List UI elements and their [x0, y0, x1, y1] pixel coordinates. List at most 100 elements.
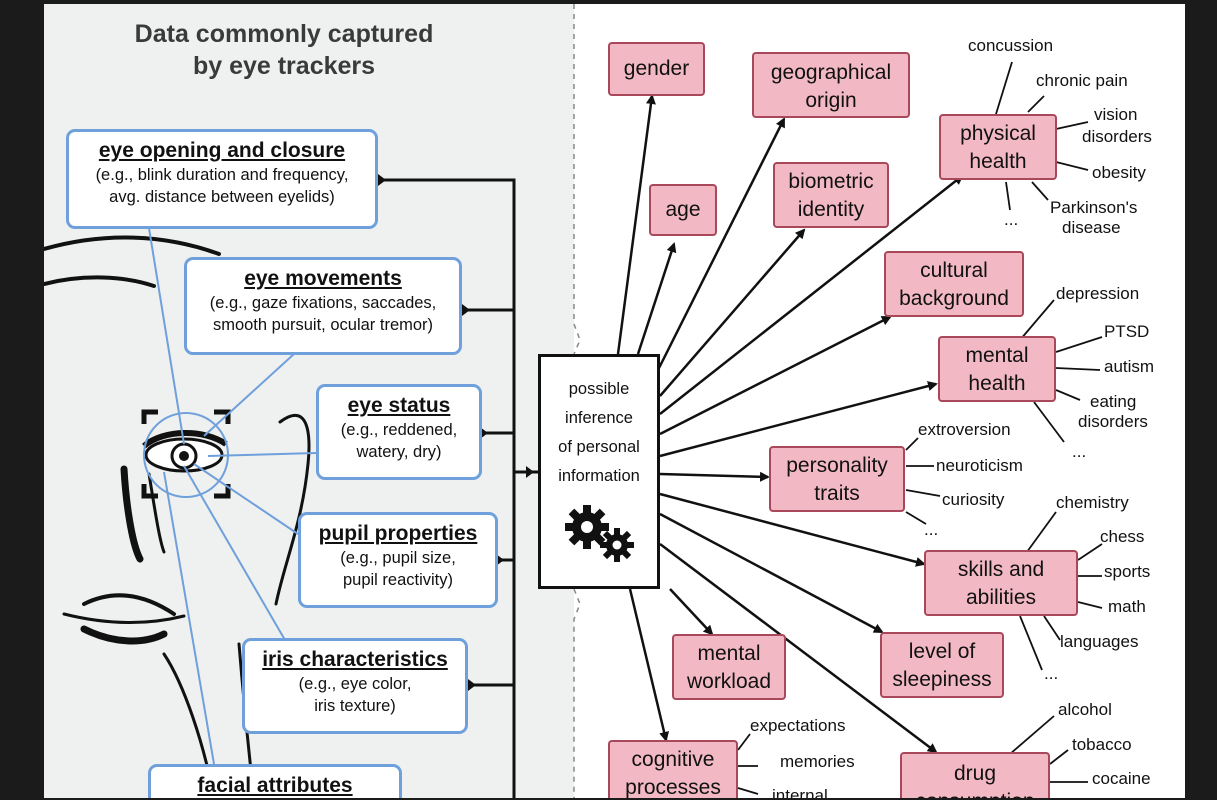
sub-label: memories	[780, 752, 855, 771]
category-skills-and-abilities: skills and abilities	[924, 550, 1078, 616]
inference-line: possible	[568, 380, 630, 398]
data-box-facial-attributes: facial attributes	[148, 764, 402, 798]
data-box-detail: iris texture)	[314, 697, 396, 715]
data-box-heading: eye movements	[244, 267, 402, 290]
data-box-eye-movements: eye movements (e.g., gaze fixations, sac…	[184, 257, 462, 355]
sub-label: disorders	[1078, 412, 1148, 431]
category-label: consumption	[902, 788, 1048, 798]
sub-label: eating	[1090, 392, 1137, 411]
category-label: workload	[686, 670, 772, 693]
sub-label: ...	[1004, 210, 1019, 229]
eye-icon	[142, 412, 229, 498]
sub-label: disorders	[1082, 127, 1152, 146]
sub-label: cocaine	[1092, 769, 1151, 788]
sub-label: sports	[1104, 562, 1151, 581]
category-geographical-origin: geographical origin	[752, 52, 910, 118]
sub-label: concussion	[968, 36, 1054, 55]
data-box-detail: (e.g., gaze fixations, saccades,	[209, 294, 437, 312]
category-label: physical	[960, 122, 1036, 145]
category-personality-traits: personality traits	[769, 446, 905, 512]
sub-label: neuroticism	[936, 456, 1023, 475]
data-box-heading: pupil properties	[318, 522, 478, 545]
sub-label: chemistry	[1056, 493, 1129, 512]
title-line-1: Data commonly captured	[134, 20, 434, 48]
sub-label: vision	[1094, 105, 1138, 124]
category-label: traits	[814, 482, 860, 505]
category-biometric-identity: biometric identity	[773, 162, 889, 228]
data-box-pupil-properties: pupil properties (e.g., pupil size, pupi…	[298, 512, 498, 608]
category-cultural-background: cultural background	[884, 251, 1024, 317]
inference-box: possible inference of personal informati…	[538, 354, 660, 589]
category-gender: gender	[608, 42, 705, 96]
sub-label: languages	[1060, 632, 1139, 651]
category-label: cultural	[920, 259, 988, 282]
sub-label: chess	[1100, 527, 1145, 546]
category-level-of-sleepiness: level of sleepiness	[880, 632, 1004, 698]
category-cognitive-processes: cognitive processes	[608, 740, 738, 798]
category-drug-consumption: drug consumption	[900, 752, 1050, 798]
data-box-detail: smooth pursuit, ocular tremor)	[212, 316, 434, 334]
category-label: sleepiness	[892, 668, 992, 691]
category-label: abilities	[965, 586, 1037, 609]
category-label: age	[665, 198, 701, 221]
sub-label: chronic pain	[1036, 71, 1128, 90]
inference-line: of personal	[558, 438, 640, 456]
data-box-detail: (e.g., blink duration and frequency,	[95, 166, 349, 184]
diagram-page: Data commonly captured by eye trackers e…	[44, 4, 1185, 798]
data-box-heading: facial attributes	[197, 774, 353, 797]
data-box-heading: eye status	[347, 394, 451, 417]
data-box-heading: iris characteristics	[262, 648, 448, 671]
data-box-eye-opening: eye opening and closure (e.g., blink dur…	[66, 129, 378, 229]
sub-label: alcohol	[1058, 700, 1112, 719]
category-mental-health: mental health	[938, 336, 1056, 402]
data-box-eye-status: eye status (e.g., reddened, watery, dry)	[316, 384, 482, 480]
category-label: level of	[908, 640, 976, 663]
sub-label: ...	[1044, 664, 1059, 683]
category-label: health	[969, 150, 1027, 173]
category-label: biometric	[788, 170, 874, 193]
sub-label: expectations	[750, 716, 846, 735]
category-label: background	[899, 287, 1009, 310]
sub-label: depression	[1056, 284, 1140, 303]
sub-label: extroversion	[918, 420, 1011, 439]
data-box-detail: avg. distance between eyelids)	[109, 188, 335, 206]
data-box-detail: (e.g., eye color,	[298, 675, 412, 693]
gears-icon	[565, 505, 634, 562]
sub-label: math	[1108, 597, 1146, 616]
category-label: personality	[786, 454, 888, 477]
category-label: cognitive	[631, 748, 715, 771]
title-line-2: by eye trackers	[192, 52, 376, 80]
left-panel: Data commonly captured by eye trackers e…	[44, 4, 574, 798]
data-box-detail: (e.g., reddened,	[340, 421, 458, 439]
inference-line: information	[558, 467, 640, 485]
category-physical-health: physical health	[939, 114, 1057, 180]
category-label: gender	[623, 57, 690, 80]
category-label: mental	[965, 344, 1029, 367]
category-label: health	[968, 372, 1026, 395]
diagram-title: Data commonly captured by eye trackers	[124, 18, 444, 82]
sub-label: internal	[772, 786, 828, 798]
data-box-detail: pupil reactivity)	[342, 571, 454, 589]
sub-label: ...	[924, 520, 939, 539]
data-box-detail: watery, dry)	[356, 443, 442, 461]
sub-label: ...	[1072, 442, 1087, 461]
category-label: processes	[625, 776, 721, 798]
sub-label: PTSD	[1104, 322, 1150, 341]
category-label: origin	[805, 89, 857, 112]
sub-label: obesity	[1092, 163, 1146, 182]
sub-label: curiosity	[942, 490, 1005, 509]
category-label: mental	[697, 642, 761, 665]
category-label: identity	[797, 198, 865, 221]
data-box-iris-characteristics: iris characteristics (e.g., eye color, i…	[242, 638, 468, 734]
category-mental-workload: mental workload	[672, 634, 786, 700]
category-label: skills and	[957, 558, 1045, 581]
sub-label: tobacco	[1072, 735, 1132, 754]
category-label: geographical	[770, 61, 892, 84]
divider-and-arrows	[573, 4, 1103, 798]
inference-line: inference	[565, 409, 633, 427]
data-box-detail: (e.g., pupil size,	[340, 549, 456, 567]
sub-label: autism	[1104, 357, 1155, 376]
category-age: age	[649, 184, 717, 236]
sub-label: Parkinson's	[1050, 198, 1138, 217]
data-box-heading: eye opening and closure	[98, 139, 346, 162]
